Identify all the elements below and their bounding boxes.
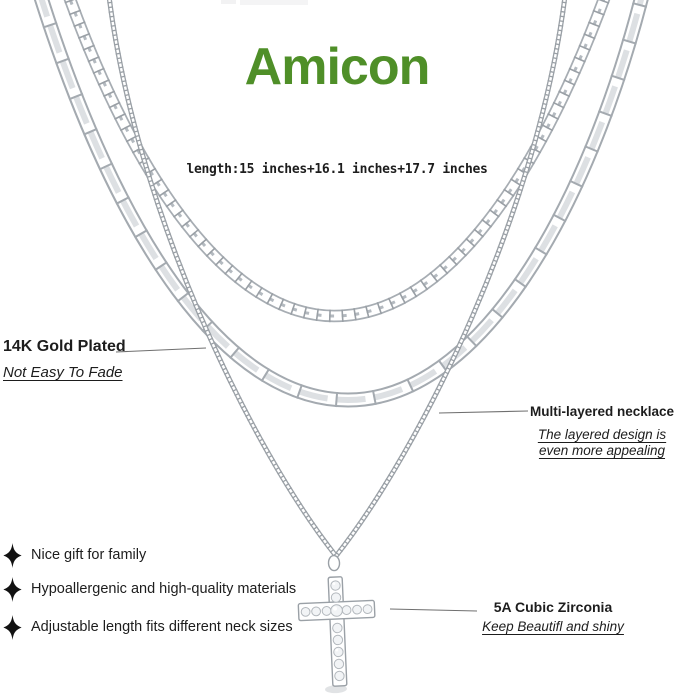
zirconia-title: 5A Cubic Zirconia [493,599,613,615]
multi-layered-title: Multi-layered necklace [529,404,674,419]
callout-line-gold-plated [115,347,207,353]
annotation-multi-layered: Multi-layered necklace The layered desig… [530,403,674,458]
callout-lines [115,347,529,612]
gold-plated-title: 14K Gold Plated [3,338,126,355]
sparkle-icon [3,542,22,568]
multi-layered-notes: The layered design is even more appealin… [538,427,666,458]
sparkle-icon [3,576,22,602]
length-label: length:15 inches+16.1 inches+17.7 inches [186,162,488,177]
feature-list: Nice gift for family Hypoallergenic and … [3,542,297,640]
top-edge-chain-fragment [221,0,308,5]
gold-plated-note: Not Easy To Fade [3,364,123,381]
sparkle-icon [3,614,22,640]
multi-layered-note-line1: The layered design is [537,427,667,442]
callout-line-multi-layered [438,410,529,414]
feature-label: Adjustable length fits different neck si… [31,619,293,635]
feature-item: Adjustable length fits different neck si… [3,614,296,640]
zirconia-note: Keep Beautifl and shiny [482,619,624,634]
pendant-bail [327,554,341,572]
feature-label: Nice gift for family [31,547,147,563]
cross-pendant [297,554,376,694]
zirconia-stones [300,580,373,682]
feature-label: Hypoallergenic and high-quality material… [31,581,297,597]
feature-item: Hypoallergenic and high-quality material… [3,576,297,602]
annotation-gold-plated: 14K Gold Plated Not Easy To Fade [3,337,126,383]
annotation-zirconia: 5A Cubic Zirconia Keep Beautifl and shin… [477,598,629,635]
pendant-shadow [325,685,348,694]
multi-layered-note-line2: even more appealing [538,442,666,458]
feature-item: Nice gift for family [3,542,296,568]
brand-name: Amicon [244,38,431,96]
callout-line-zirconia [389,608,478,612]
